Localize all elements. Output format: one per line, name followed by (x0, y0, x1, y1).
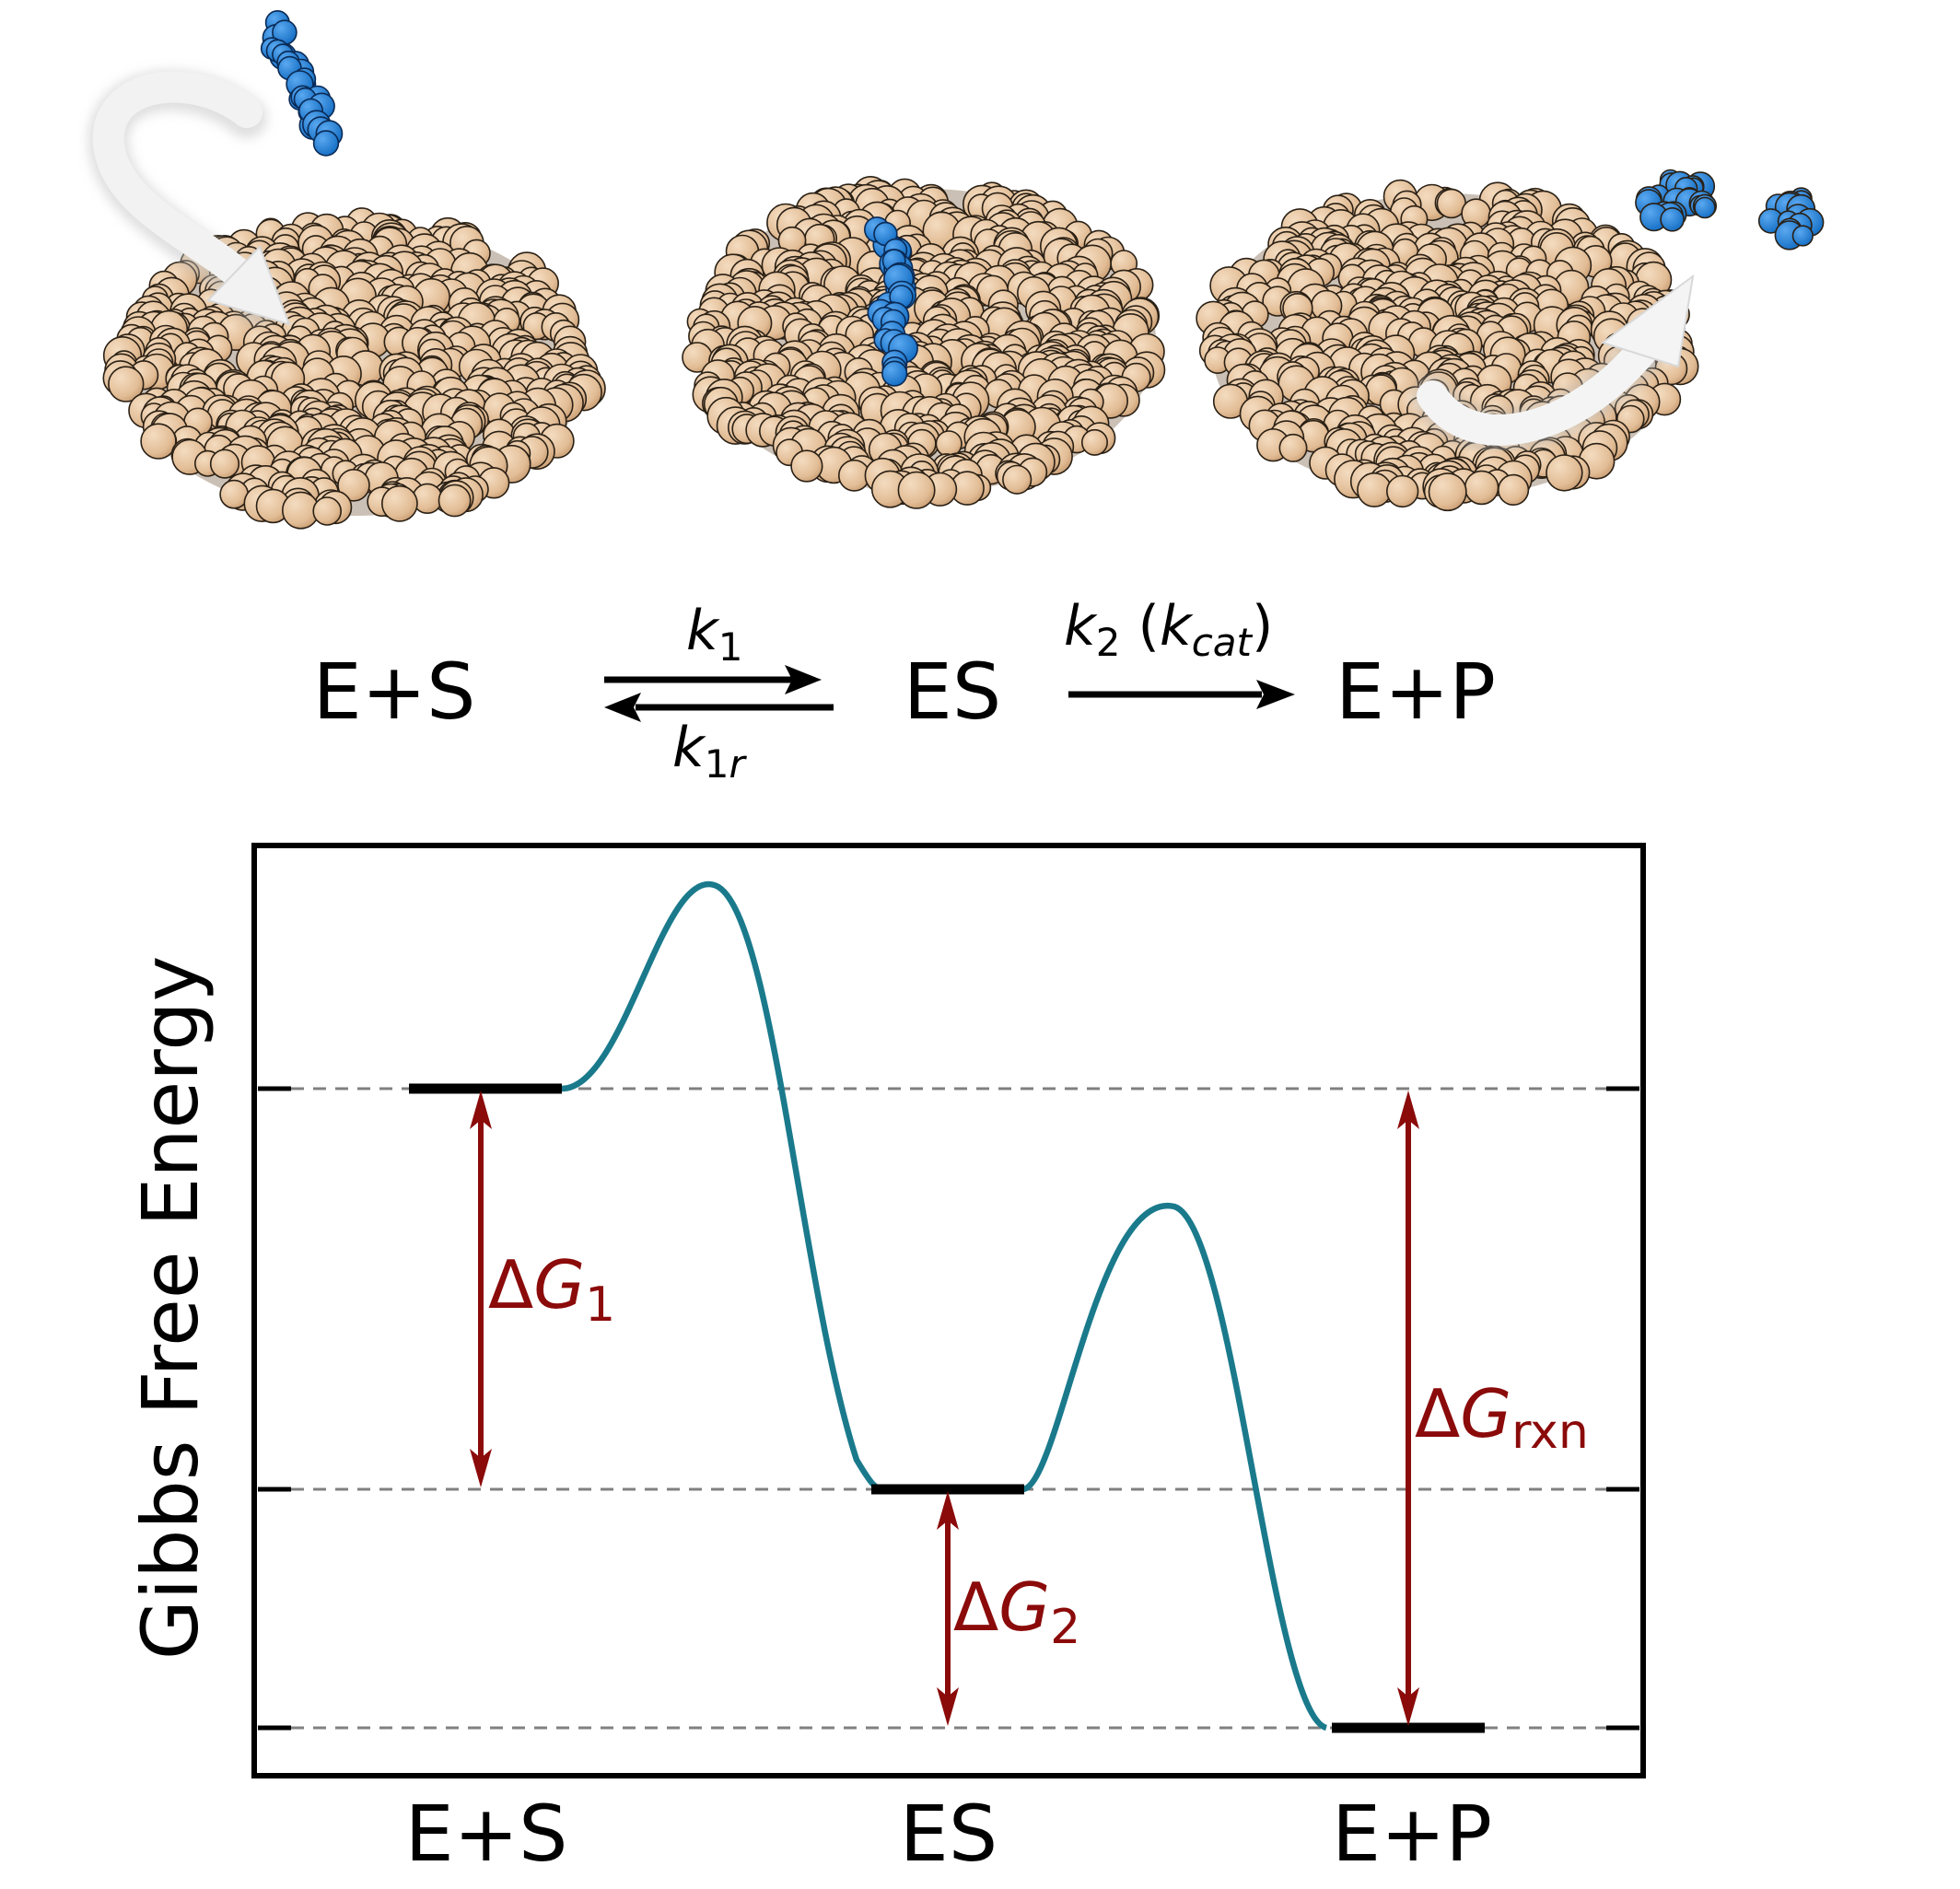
y-axis-label: Gibbs Free Energy (125, 956, 216, 1661)
k1-label: k1 (686, 599, 742, 670)
x-tick-label-product: E+P (1332, 1789, 1492, 1879)
plot-frame (251, 843, 1646, 1778)
state-levels (409, 1083, 1485, 1733)
enzyme-free (102, 207, 606, 530)
x-tick-label-reactant: E+S (405, 1789, 568, 1879)
substrate-bound (863, 216, 918, 387)
delta-g1-arrow (470, 1090, 492, 1487)
catalysis-arrow (1068, 680, 1295, 709)
release-arrow (1412, 274, 1695, 451)
kinetic-scheme: E+S ES E+P k1 k1r k2 (kcat) (313, 594, 1496, 787)
product-1 (1635, 169, 1717, 232)
x-tick-label-complex: ES (900, 1789, 998, 1879)
enzyme-complex (682, 175, 1166, 509)
scheme-product: E+P (1336, 647, 1496, 737)
energy-diagram: ΔG1 ΔG2 ΔGrxn Gibbs Free Energy E+S ES E… (125, 843, 1646, 1879)
delta-g1-label: ΔG1 (488, 1246, 615, 1333)
delta-grxn-arrow (1397, 1090, 1419, 1726)
energy-profile-curve (561, 880, 1328, 1732)
scheme-complex: ES (904, 647, 1001, 737)
binding-arrow (88, 70, 291, 326)
delta-grxn-label: ΔGrxn (1415, 1375, 1589, 1460)
k2-label: k2 (kcat) (1064, 594, 1273, 665)
delta-g2-arrow (937, 1491, 959, 1726)
k1r-label: k1r (672, 716, 747, 787)
equilibrium-arrows (604, 665, 834, 722)
molecular-illustration (102, 10, 1825, 530)
axis-ticks (258, 1086, 1639, 1731)
product-2 (1757, 187, 1825, 251)
delta-g2-label: ΔG2 (953, 1568, 1080, 1655)
scheme-reactant: E+S (313, 647, 476, 737)
substrate-free (260, 10, 344, 157)
